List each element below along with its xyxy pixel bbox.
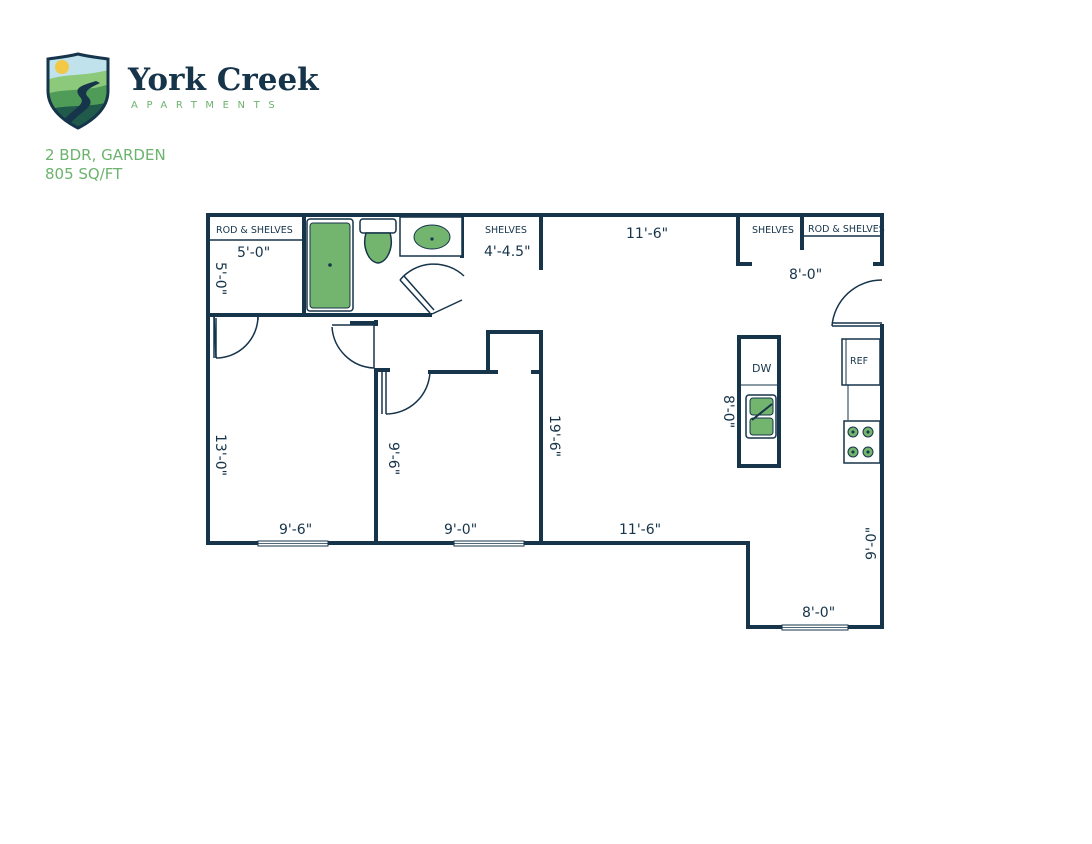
sink-icon bbox=[399, 216, 463, 257]
windows bbox=[257, 540, 849, 631]
dishwasher-label: DW bbox=[752, 362, 771, 375]
island-length: 8'-0" bbox=[720, 395, 736, 428]
living-depth: 19'-6" bbox=[546, 415, 562, 457]
closet-left-depth: 5'-0" bbox=[212, 262, 228, 295]
bedroom2-width: 9'-0" bbox=[444, 522, 477, 538]
bedroom2-depth: 9'-6" bbox=[385, 442, 401, 475]
dining-width: 8'-0" bbox=[802, 605, 835, 621]
closet-left-tag: ROD & SHELVES bbox=[216, 225, 293, 236]
closet-left-width: 5'-0" bbox=[237, 245, 270, 261]
closet-rods bbox=[208, 235, 880, 241]
shelves-mid-width: 4'-4.5" bbox=[484, 244, 531, 260]
living-bottom-width: 11'-6" bbox=[619, 522, 661, 538]
bedroom1-width: 9'-6" bbox=[279, 522, 312, 538]
brand-subtitle: APARTMENTS bbox=[131, 100, 284, 111]
dining-depth: 9'-0" bbox=[864, 527, 880, 560]
range-icon bbox=[843, 420, 881, 464]
unit-size: 805 SQ/FT bbox=[45, 165, 123, 183]
shelves-right-tag: SHELVES bbox=[752, 225, 794, 236]
entry-door bbox=[831, 279, 883, 327]
bathtub-icon bbox=[306, 218, 354, 312]
unit-type: 2 BDR, GARDEN bbox=[45, 146, 166, 164]
brand-name: York Creek bbox=[128, 62, 319, 98]
kitchen-island bbox=[737, 335, 781, 468]
bedroom2-door bbox=[381, 371, 431, 415]
bath-door bbox=[399, 263, 465, 315]
refrigerator-label: REF bbox=[850, 356, 868, 367]
toilet-icon bbox=[359, 218, 397, 264]
refrigerator-icon bbox=[841, 338, 881, 386]
bedroom1-door bbox=[331, 324, 375, 369]
logo-shield-icon bbox=[46, 52, 110, 130]
entry-width: 8'-0" bbox=[789, 267, 822, 283]
closet-right-tag: ROD & SHELVES bbox=[808, 224, 885, 235]
shelves-mid-tag: SHELVES bbox=[485, 225, 527, 236]
living-top-width: 11'-6" bbox=[626, 226, 668, 242]
bedroom1-depth: 13'-0" bbox=[212, 434, 228, 476]
closet-door-left bbox=[213, 314, 259, 359]
